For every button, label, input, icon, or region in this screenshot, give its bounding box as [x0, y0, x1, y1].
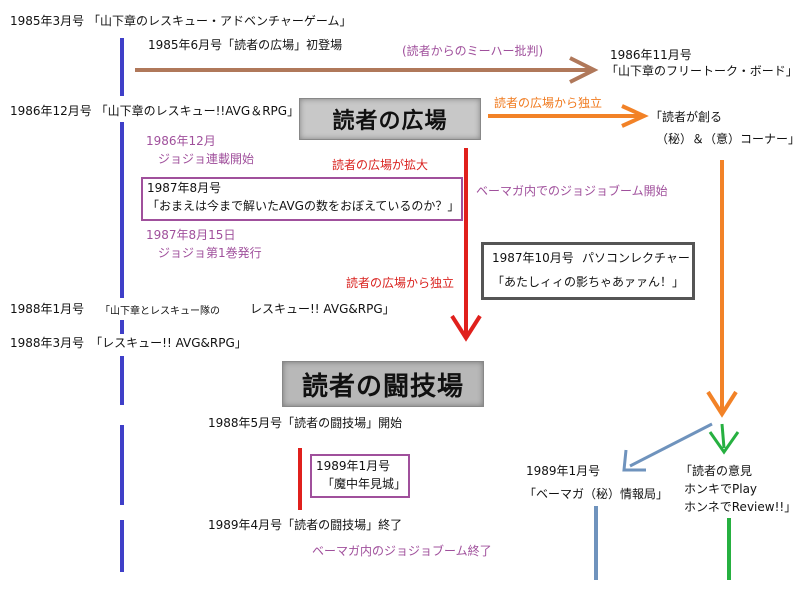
red-arrow-head	[450, 314, 482, 342]
green-branch-head	[708, 431, 740, 455]
entry-1986-11-title: 「山下章のフリートーク・ボード」	[606, 64, 798, 78]
brown-arrow-head	[569, 56, 599, 84]
orange-vertical-head	[706, 390, 738, 418]
review-line-1: 「読者の意見	[680, 464, 753, 478]
steel-branch-head	[622, 449, 646, 472]
box-1987-10: 1987年10月号 パソコンレクチャー 「あたしィィの影ちゃあァァん！」	[481, 242, 695, 300]
box-1989-01a: 1989年1月号 「魔中年見城」	[310, 454, 410, 498]
entry-1985-03: 1985年3月号 「山下章のレスキュー・アドベンチャーゲーム」	[10, 14, 352, 28]
entry-1989-01b-title: 「ベーマガ（秘）情報局」	[524, 487, 669, 501]
entry-1987-10-label: パソコンレクチャー	[582, 251, 690, 265]
corner-line-2: （秘）＆（意）コーナー」	[656, 132, 800, 146]
boom-start-label: ベーマガ内でのジョジョブーム開始	[476, 184, 668, 198]
entry-1988-01-prefix: 「山下章とレスキュー隊の	[100, 306, 220, 317]
criticism-label: (読者からのミーハー批判)	[402, 44, 544, 58]
entry-1989-04: 1989年4月号「読者の闘技場」終了	[208, 518, 403, 532]
entry-1987-10-date: 1987年10月号	[492, 251, 574, 265]
review-line-2: ホンキでPlay	[684, 482, 758, 496]
entry-1987-0815-label: ジョジョ第1巻発行	[158, 246, 262, 260]
orange-arrow-head	[621, 104, 649, 128]
green-branch-line	[720, 423, 726, 449]
independent-label-1: 読者の広場から独立	[494, 96, 603, 110]
boom-end-label: ベーマガ内のジョジョブーム終了	[312, 544, 492, 558]
entry-1987-10-title: 「あたしィィの影ちゃあァァん！」	[492, 275, 685, 289]
corner-line-1: 「読者が創る	[650, 110, 723, 124]
steel-branch-line	[629, 422, 713, 468]
entry-1988-01-title: レスキュー!! AVG&RPG」	[250, 302, 395, 316]
entry-1988-03: 1988年3月号 「レスキュー!! AVG&RPG」	[10, 336, 247, 350]
entry-1987-08-title: 「おまえは今まで解いたAVGの数をおぼえているのか？」	[147, 199, 460, 213]
entry-1985-06: 1985年6月号「読者の広場」初登場	[148, 38, 343, 52]
box-1987-08: 1987年8月号 「おまえは今まで解いたAVGの数をおぼえているのか？」	[141, 177, 463, 221]
jojo-start-date: 1986年12月	[146, 134, 216, 148]
logo-dokusha-no-hiroba: 読者の広場	[299, 98, 481, 140]
entry-1986-12: 1986年12月号 「山下章のレスキュー!!AVG＆RPG」	[10, 104, 300, 118]
entry-1987-0815-date: 1987年8月15日	[146, 228, 236, 242]
logo-dokusha-no-tougijou: 読者の闘技場	[282, 361, 484, 407]
entry-1989-01a-title: 「魔中年見城」	[322, 477, 407, 491]
entry-1988-01-date: 1988年1月号	[10, 302, 85, 316]
review-line-3: ホンネでReview!!」	[684, 500, 797, 514]
expand-label: 読者の広場が拡大	[332, 158, 429, 172]
entry-1989-01b-date: 1989年1月号	[526, 464, 601, 478]
entry-1986-11-date: 1986年11月号	[610, 48, 692, 62]
jojo-start-label: ジョジョ連載開始	[158, 152, 255, 166]
entry-1987-08-date: 1987年8月号	[147, 181, 222, 195]
entry-1989-01a-date: 1989年1月号	[316, 459, 391, 473]
entry-1988-05: 1988年5月号「読者の闘技場」開始	[208, 416, 403, 430]
independent-label-2: 読者の広場から独立	[346, 276, 455, 290]
